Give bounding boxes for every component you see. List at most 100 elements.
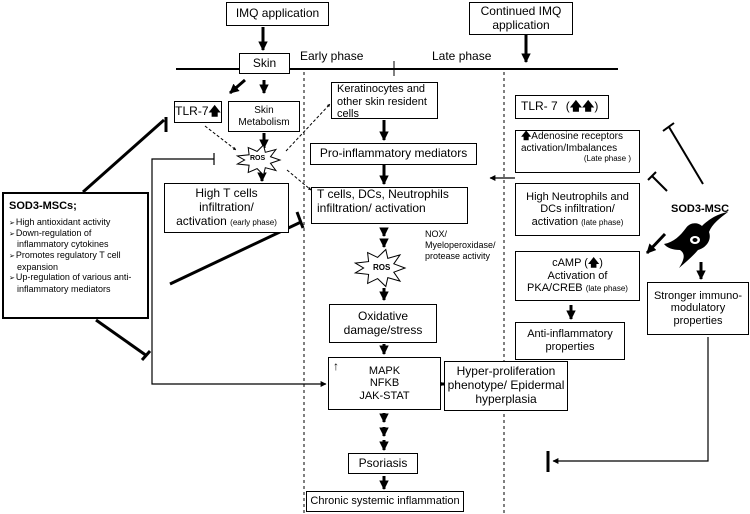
sod3-mscs-title: SOD3-MSCs; bbox=[9, 200, 77, 212]
ros-burst-middle bbox=[353, 248, 407, 288]
adenosine-box: 🡅Adenosine receptors activation/Imbalanc… bbox=[515, 130, 640, 173]
nox-line1: NOX/ bbox=[425, 229, 448, 239]
ros-middle-label: ROS bbox=[373, 263, 391, 272]
adenosine-up-icon: 🡅 bbox=[521, 131, 532, 142]
camp-text: cAMP ( bbox=[552, 257, 588, 270]
sod3-mscs-box: SOD3-MSCs; High antioxidant activity Dow… bbox=[2, 192, 149, 319]
keratinocytes-line3: cells bbox=[337, 108, 360, 121]
sod3-mscs-list: High antioxidant activity Down-regulatio… bbox=[9, 217, 144, 295]
late-phase-note-2: (late phase) bbox=[581, 217, 624, 227]
double-up-arrow-icon: (🡅🡅) bbox=[565, 99, 599, 114]
anti-inflammatory-box: Anti-inflammatory properties bbox=[515, 322, 625, 360]
early-phase-label: Early phase bbox=[300, 49, 364, 63]
high-neutrophils-activation: activation bbox=[531, 215, 579, 228]
anti-inflammatory-line1: Anti-inflammatory bbox=[527, 328, 613, 341]
inhibit-bar-tcells bbox=[295, 211, 305, 229]
hyperproliferation-line2: phenotype/ Epidermal bbox=[447, 378, 565, 393]
mapk-box: ↑ MAPK NFKB JAK-STAT bbox=[328, 357, 441, 410]
hyperproliferation-box: Hyper-proliferation phenotype/ Epidermal… bbox=[444, 361, 568, 411]
keratinocytes-box: Keratinocytes and other skin resident ce… bbox=[331, 82, 438, 121]
high-neutrophils-box: High Neutrophils and DCs infiltration/ a… bbox=[515, 183, 640, 236]
high-neutrophils-line2: DCs infiltration/ bbox=[540, 203, 615, 216]
continued-imq-box: Continued IMQ application bbox=[469, 2, 573, 35]
high-t-cells-line1: High T cells bbox=[195, 186, 258, 201]
tlr7-right-label: TLR- 7 bbox=[521, 99, 558, 114]
late-phase-label: Late phase bbox=[432, 49, 492, 63]
high-t-cells-activation: activation bbox=[176, 213, 227, 228]
t-cells-dcs-line2: infiltration/ activation bbox=[317, 200, 426, 215]
list-item: High antioxidant activity bbox=[9, 217, 144, 228]
chronic-inflammation-label: Chronic systemic inflammation bbox=[310, 495, 460, 508]
stronger-line3: properties bbox=[673, 314, 723, 327]
t-cells-dcs-line1: T cells, DCs, Neutrophils bbox=[317, 187, 449, 201]
camp-line1: cAMP (🡅) bbox=[552, 257, 603, 270]
up-arrow-icon: 🡅 bbox=[208, 104, 221, 119]
sod3-msc-label: SOD3-MSC bbox=[671, 203, 730, 215]
keratinocytes-line1: Keratinocytes and bbox=[337, 83, 426, 95]
keratinocytes-line2: other skin resident bbox=[337, 95, 427, 108]
oxidative-box: Oxidative damage/stress bbox=[329, 304, 437, 343]
arrow-skin-to-tlr7 bbox=[229, 78, 246, 95]
tlr7-left-label: TLR-7 bbox=[175, 104, 209, 119]
dashed-ros-to-keratinocytes bbox=[285, 103, 331, 152]
hyperproliferation-line1: Hyper-proliferation bbox=[456, 364, 556, 379]
late-phase-note-3: (late phase) bbox=[585, 284, 628, 294]
tlr7-right-box: TLR- 7 (🡅🡅) bbox=[515, 95, 609, 119]
inhibit-sod3msc-to-tlr7 bbox=[668, 126, 704, 185]
mapk-line3: JAK-STAT bbox=[359, 389, 410, 402]
t-cells-dcs-box: T cells, DCs, Neutrophils infiltration/ … bbox=[311, 187, 468, 224]
high-t-cells-line3: activation (early phase) bbox=[176, 213, 277, 229]
mapk-line1: MAPK bbox=[368, 364, 401, 377]
msc-cell-glyph bbox=[664, 212, 728, 268]
adenosine-text1: Adenosine receptors bbox=[531, 131, 624, 142]
tlr7-left-box: TLR-7🡅 bbox=[174, 101, 222, 123]
continued-imq-line2: application bbox=[492, 17, 550, 32]
stronger-line2: modulatory bbox=[670, 302, 726, 315]
list-item: Up-regulation of various anti-inflammato… bbox=[9, 272, 144, 294]
camp-close: ) bbox=[599, 257, 603, 270]
skin-metabolism-line1: Skin bbox=[254, 105, 274, 116]
high-t-cells-box: High T cells infiltration/ activation (e… bbox=[164, 183, 289, 233]
pro-inflammatory-box: Pro-inflammatory mediators bbox=[310, 143, 477, 165]
nox-line2: Myeloperoxidase/ bbox=[425, 239, 496, 250]
nox-note: NOX/ Myeloperoxidase/ protease activity bbox=[425, 229, 496, 261]
inhibit-bar-sod3msc-tlr7 bbox=[662, 122, 675, 132]
arrow-sod3-to-camp bbox=[645, 232, 667, 255]
high-neutrophils-line3: activation (late phase) bbox=[532, 216, 624, 229]
skin-metabolism-box: Skin Metabolism bbox=[228, 101, 300, 132]
late-phase-note: (Late phase ) bbox=[583, 154, 631, 163]
camp-line2: Activation of bbox=[547, 269, 608, 282]
high-neutrophils-line1: High Neutrophils and bbox=[526, 190, 629, 203]
early-phase-note: (early phase) bbox=[230, 217, 277, 227]
continued-imq-line1: Continued IMQ bbox=[480, 3, 562, 18]
mapk-up-arrow-icon: ↑ bbox=[333, 359, 339, 373]
skin-box: Skin bbox=[239, 53, 290, 74]
camp-pka: PKA/CREB bbox=[527, 282, 583, 295]
ros-burst-upper bbox=[235, 144, 282, 176]
stronger-line1: Stronger immuno- bbox=[653, 289, 743, 302]
psoriasis-box: Psoriasis bbox=[348, 453, 418, 474]
inhibit-bar-bottom bbox=[140, 350, 152, 361]
chronic-inflammation-box: Chronic systemic inflammation bbox=[306, 491, 464, 512]
inhibit-sod3msc-to-adenosine bbox=[651, 175, 668, 192]
list-item: Promotes regulatory T cell expansion bbox=[9, 250, 144, 272]
imq-application-label: IMQ application bbox=[235, 6, 320, 21]
imq-application-box: IMQ application bbox=[226, 2, 329, 26]
mapk-line2: NFKB bbox=[369, 377, 400, 390]
skin-metabolism-line2: Metabolism bbox=[238, 116, 290, 128]
psoriasis-label: Psoriasis bbox=[358, 455, 408, 470]
camp-up-icon: 🡅 bbox=[587, 257, 600, 270]
oxidative-line1: Oxidative bbox=[357, 308, 409, 323]
arrow-stronger-to-psoriasis bbox=[552, 337, 709, 464]
list-item: Down-regulation of inflammatory cytokine… bbox=[9, 228, 144, 250]
camp-box: cAMP (🡅) Activation of PKA/CREB (late ph… bbox=[515, 251, 640, 301]
dashed-ros-to-tcells bbox=[286, 169, 312, 191]
inhibit-sod3-to-tlr7 bbox=[82, 118, 165, 194]
oxidative-line2: damage/stress bbox=[343, 322, 423, 337]
arrow-sod3-to-mapk bbox=[151, 280, 327, 387]
anti-inflammatory-line2: properties bbox=[545, 341, 595, 353]
hyperproliferation-line3: hyperplasia bbox=[475, 391, 537, 406]
nox-line3: protease activity bbox=[425, 250, 491, 261]
